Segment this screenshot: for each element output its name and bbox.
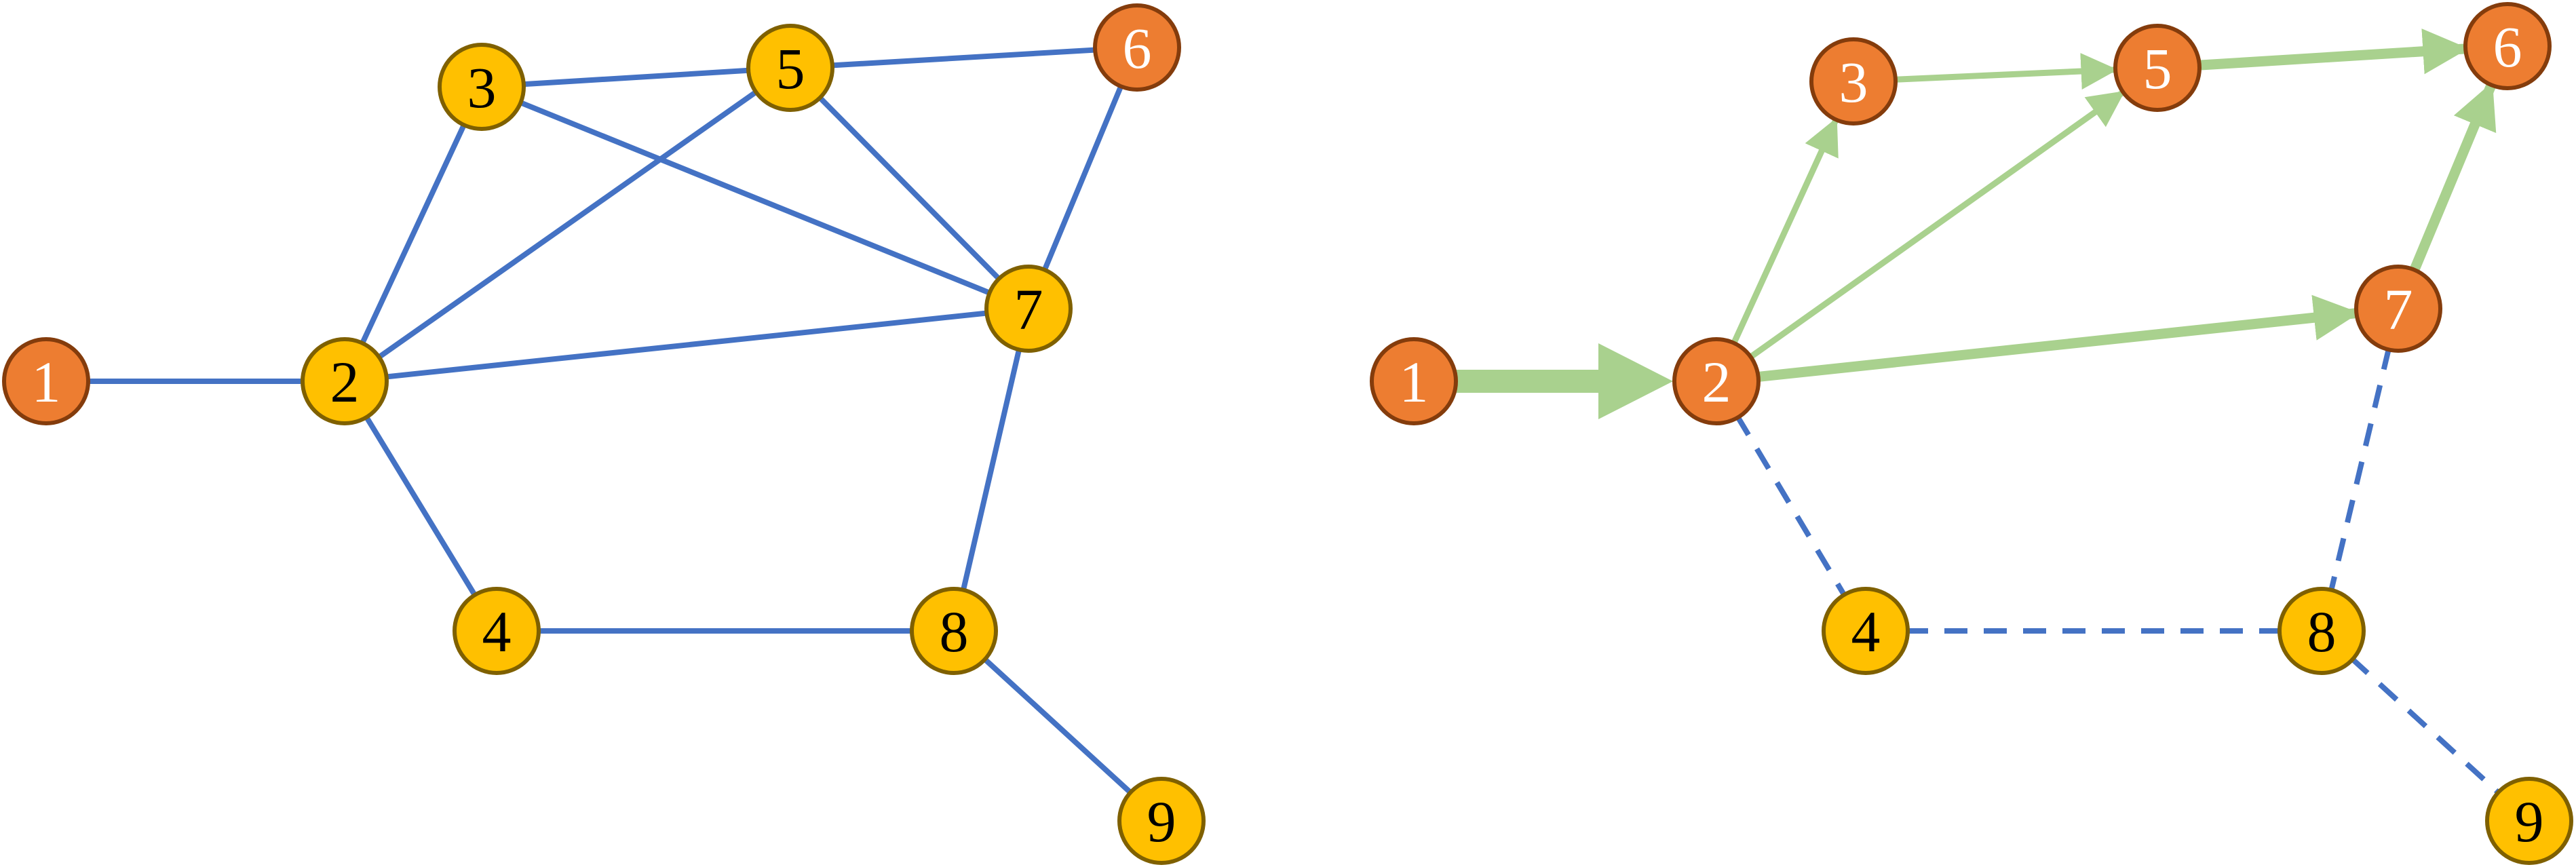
edge-1-2-arrowhead [1598,343,1673,419]
node-circle [1822,587,1910,675]
edge-3-7 [480,84,1030,311]
edge-2-4 [1714,379,1868,633]
node-circle [453,587,541,675]
node-2: 2 [301,337,389,425]
edge-7-8 [2319,308,2401,632]
node-label: 1 [32,349,61,415]
node-4: 4 [453,587,541,675]
edge-2-5-arrow [1748,90,2126,360]
node-label: 5 [2143,36,2172,101]
node-label: 2 [330,349,360,415]
node-circle [1370,337,1458,425]
edge-2-5 [343,65,792,384]
edge-3-5-arrow [1895,53,2118,90]
node-label: 1 [1400,349,1429,415]
node-circle [2485,777,2573,865]
node-circle [984,265,1073,353]
node-label: 3 [467,55,497,120]
edges-layer [46,45,1164,823]
node-7: 7 [984,265,1073,353]
edge-2-7 [344,306,1029,384]
node-circle [2463,2,2552,90]
propagation-network-panel: 1 2 3 4 5 6 7 8 9 [1370,2,2573,865]
node-9: 9 [1117,777,1206,865]
edge-7-8 [951,308,1031,632]
edge-2-4 [342,379,499,633]
node-circle [1093,3,1181,92]
node-7: 7 [2354,265,2442,353]
edge-5-6 [790,45,1138,71]
node-2: 2 [1672,337,1761,425]
node-3: 3 [1809,37,1898,126]
node-circle [301,337,389,425]
node-circle [2,337,90,425]
node-3: 3 [438,43,526,131]
edge-6-7 [1026,46,1140,310]
node-1: 1 [2,337,90,425]
edge-5-6-arrow [2199,28,2469,75]
edge-7-6-arrow [2409,81,2497,272]
node-label: 6 [2493,14,2522,79]
node-circle [438,43,526,131]
node-circle [2277,587,2366,675]
node-6: 6 [2463,2,2552,90]
node-circle [2354,265,2442,353]
node-circle [2113,24,2202,112]
node-5: 5 [2113,24,2202,112]
node-circle [1672,337,1761,425]
node-6: 6 [1093,3,1181,92]
node-label: 4 [1851,599,1881,664]
node-1: 1 [1370,337,1458,425]
node-circle [746,24,834,112]
edge-8-9 [952,629,1164,823]
node-8: 8 [2277,587,2366,675]
node-label: 7 [1014,277,1043,342]
node-circle [910,587,998,675]
edge-2-7-arrow [1757,294,2360,382]
edges-layer [1456,28,2531,823]
node-circle [1117,777,1206,865]
nodes-layer: 1 2 3 4 5 6 7 8 9 [2,3,1206,865]
node-label: 3 [1839,50,1868,115]
node-label: 9 [2515,789,2544,854]
node-label: 5 [776,36,805,101]
node-circle [1809,37,1898,126]
nodes-layer: 1 2 3 4 5 6 7 8 9 [1370,2,2573,865]
edge-3-5 [481,65,791,90]
node-label: 6 [1123,16,1152,81]
edge-8-9 [2320,629,2531,823]
node-label: 4 [482,599,512,664]
node-label: 2 [1702,349,1731,415]
node-label: 9 [1147,789,1176,854]
edge-2-3-arrow [1731,117,1839,345]
edge-2-3 [342,85,484,383]
edge-5-7 [788,66,1031,311]
node-9: 9 [2485,777,2573,865]
original-network-panel: 1 2 3 4 5 6 7 8 9 [2,3,1206,865]
node-4: 4 [1822,587,1910,675]
node-5: 5 [746,24,834,112]
node-label: 8 [940,599,969,664]
node-8: 8 [910,587,998,675]
node-label: 8 [2307,599,2337,664]
node-label: 7 [2384,277,2413,342]
